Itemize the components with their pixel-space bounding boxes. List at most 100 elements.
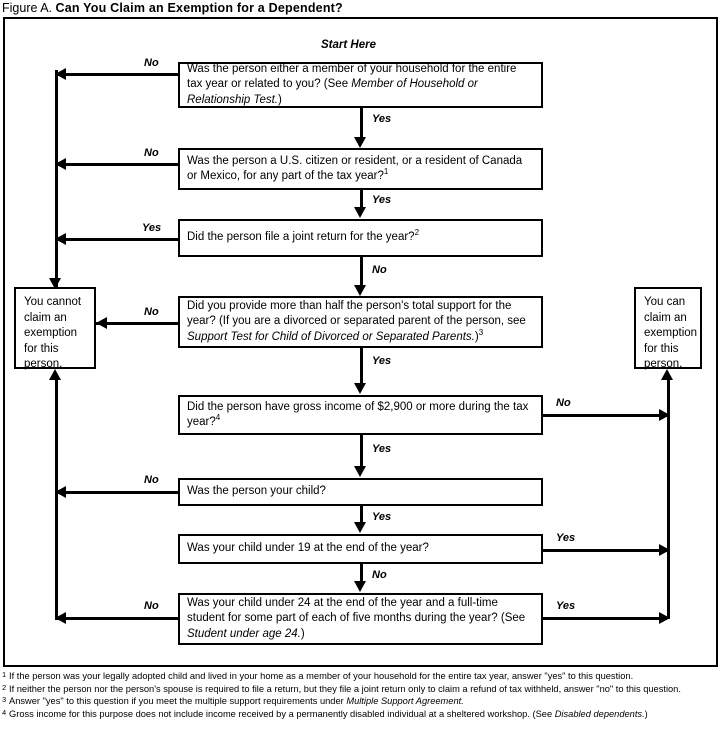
box-text-italic: Student under age 24.	[187, 627, 301, 640]
edge-yes-household	[360, 108, 363, 139]
box-text-a: Was your child under 19 at the end of th…	[187, 542, 429, 555]
footnote-ref-1: 1	[383, 167, 389, 177]
footnote-3-mark: 3	[2, 695, 7, 705]
edge-label-yes-joint: Yes	[142, 222, 162, 234]
edge-label-no-citizen: No	[144, 147, 159, 159]
edge-yes-citizen-arrowhead	[354, 207, 366, 218]
edge-yes-citizen	[360, 190, 363, 208]
edge-yes-joint	[55, 238, 179, 241]
box-under-19[interactable]: Was your child under 19 at the end of th…	[178, 534, 543, 564]
edge-no-household-arrowhead	[55, 68, 66, 80]
edge-yes-under-24	[543, 617, 667, 620]
edge-yes-support-arrowhead	[354, 383, 366, 394]
edge-no-citizen	[55, 163, 179, 166]
footnote-3-text-italic: Multiple Support Agreement.	[346, 696, 464, 707]
edge-no-gross-income	[543, 414, 667, 417]
box-text-b: )	[474, 330, 479, 343]
edge-yes-household-arrowhead	[354, 137, 366, 148]
figure-label: Figure A.	[2, 1, 53, 15]
start-here-label: Start Here	[321, 39, 376, 51]
edge-no-gross-income-arrowhead	[659, 409, 670, 421]
box-text-a: Did the person file a joint return for t…	[187, 231, 415, 244]
footnote-2-text: If neither the person nor the person's s…	[9, 683, 681, 694]
terminal-cannot-claim[interactable]: You cannot claim an exemption for this p…	[14, 287, 96, 370]
edge-label-no-household: No	[144, 57, 159, 69]
footnote-ref-2: 2	[414, 228, 420, 238]
right-spine-arrow-into-can	[661, 369, 673, 380]
box-gross-income[interactable]: Did the person have gross income of $2,9…	[178, 395, 543, 435]
footnote-4-text: Gross income for this purpose does not i…	[9, 708, 555, 719]
edge-no-under-24	[55, 617, 179, 620]
box-your-child[interactable]: Was the person your child?	[178, 478, 543, 506]
figure-title: Figure A. Can You Claim an Exemption for…	[2, 1, 343, 15]
edge-label-no-under-19: No	[372, 569, 387, 581]
edge-label-yes-citizen: Yes	[372, 194, 392, 206]
left-spine-arrow-up-into-cannot	[49, 369, 61, 380]
edge-no-support	[96, 322, 179, 325]
right-spine	[667, 378, 670, 619]
edge-yes-support	[360, 348, 363, 384]
box-text-a: Did you provide more than half the perso…	[187, 299, 526, 328]
footnote-1-text: If the person was your legally adopted c…	[9, 671, 634, 681]
edge-label-yes-household: Yes	[372, 113, 392, 125]
box-text-b: )	[278, 93, 282, 106]
edge-yes-under-19-arrowhead	[659, 544, 670, 556]
edge-label-yes-gross-income: Yes	[372, 443, 392, 455]
footnote-1-mark: 1	[2, 670, 7, 679]
edge-no-joint	[360, 257, 363, 286]
edge-yes-under-24-arrowhead	[659, 612, 670, 624]
box-text-a: Was your child under 24 at the end of th…	[187, 596, 526, 625]
footnote-ref-4: 4	[215, 413, 221, 423]
terminal-can-claim-text: You can claim an exemption for this pers…	[644, 296, 698, 370]
diagram-frame	[3, 17, 718, 667]
edge-label-yes-under-24: Yes	[556, 600, 576, 612]
box-support-test[interactable]: Did you provide more than half the perso…	[178, 296, 543, 348]
edge-no-citizen-arrowhead	[55, 158, 66, 170]
edge-yes-your-child-arrowhead	[354, 522, 366, 533]
box-text-a: Did the person have gross income of $2,9…	[187, 400, 529, 429]
box-text-a: Was the person either a member of your h…	[187, 62, 517, 91]
left-spine-lower	[55, 378, 58, 619]
box-text-italic: Support Test for Child of Divorced or Se…	[187, 330, 475, 343]
box-text-italic: Member of Household or Relationship Test…	[187, 78, 478, 106]
edge-yes-your-child	[360, 506, 363, 523]
edge-label-yes-under-19: Yes	[556, 532, 576, 544]
box-household-or-relationship[interactable]: Was the person either a member of your h…	[178, 62, 543, 108]
box-text-b: )	[300, 627, 305, 640]
edge-label-no-under-24: No	[144, 600, 159, 612]
box-joint-return[interactable]: Did the person file a joint return for t…	[178, 219, 543, 257]
terminal-cannot-claim-text: You cannot claim an exemption for this p…	[24, 296, 82, 370]
edge-no-your-child-arrowhead	[55, 486, 66, 498]
edge-no-your-child	[55, 491, 179, 494]
edge-yes-joint-arrowhead	[55, 233, 66, 245]
left-spine-arrow-into-cannot	[49, 278, 61, 289]
edge-yes-gross-income-arrowhead	[354, 466, 366, 477]
footnote-4-text-b: )	[644, 708, 648, 719]
edge-label-yes-your-child: Yes	[372, 511, 392, 523]
edge-no-under-19-arrowhead	[354, 581, 366, 592]
box-text-a: Was the person a U.S. citizen or residen…	[187, 154, 523, 183]
edge-yes-under-19	[543, 549, 667, 552]
left-spine-upper	[55, 70, 58, 288]
edge-no-support-arrowhead	[96, 317, 107, 329]
edge-label-no-your-child: No	[144, 474, 159, 486]
edge-no-under-19	[360, 564, 363, 582]
edge-label-no-support: No	[144, 306, 159, 318]
footnote-2-mark: 2	[2, 682, 7, 692]
edge-no-joint-arrowhead	[354, 285, 366, 296]
terminal-can-claim[interactable]: You can claim an exemption for this pers…	[634, 287, 702, 370]
edge-label-no-joint: No	[372, 264, 387, 276]
edge-no-household	[55, 73, 179, 76]
box-under-24-student[interactable]: Was your child under 24 at the end of th…	[178, 593, 543, 645]
edge-label-no-gross-income: No	[556, 397, 571, 409]
edge-label-yes-support: Yes	[372, 355, 392, 367]
box-citizen-or-resident[interactable]: Was the person a U.S. citizen or residen…	[178, 148, 543, 190]
footnote-4-text-italic: Disabled dependents.	[554, 708, 645, 719]
edge-no-under-24-arrowhead	[55, 612, 66, 624]
